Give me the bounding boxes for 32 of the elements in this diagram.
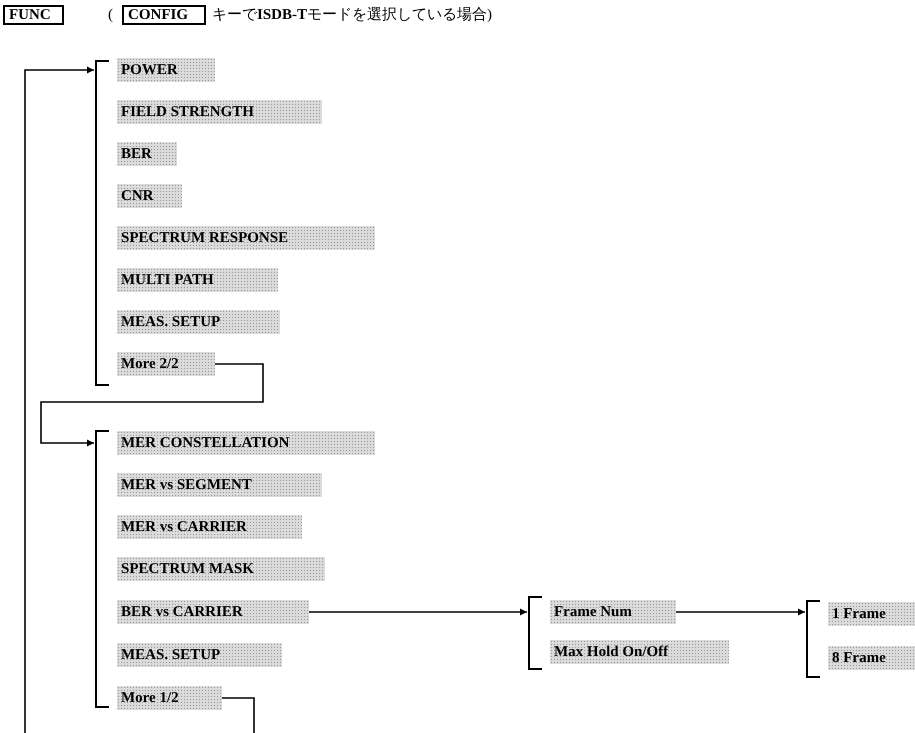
softkey-label: Max Hold On/Off xyxy=(550,640,729,664)
key-label: CONFIG xyxy=(122,5,206,25)
menu-bracket xyxy=(95,430,375,708)
arrow xyxy=(307,608,527,616)
softkey-label: More 1/2 xyxy=(117,686,222,710)
menu-bracket xyxy=(806,600,915,678)
softkey-label: MEAS. SETUP xyxy=(117,643,282,667)
softkey-label: SPECTRUM MASK xyxy=(117,557,325,581)
heading-text: ( xyxy=(108,6,113,25)
softkey-label: POWER xyxy=(117,58,215,82)
arrow xyxy=(674,608,805,616)
arrow xyxy=(24,66,94,733)
softkey-label: Frame Num xyxy=(550,600,676,624)
softkey-label: BER xyxy=(117,142,177,166)
softkey-label: MEAS. SETUP xyxy=(117,310,280,334)
softkey-label: FIELD STRENGTH xyxy=(117,100,322,124)
softkey-label: More 2/2 xyxy=(117,352,215,376)
key-label: FUNC xyxy=(3,5,64,25)
softkey-label: 1 Frame xyxy=(828,602,915,626)
softkey-label: MER vs SEGMENT xyxy=(117,473,322,497)
softkey-label: CNR xyxy=(117,184,182,208)
menu-bracket xyxy=(95,60,375,386)
softkey-label: MULTI PATH xyxy=(117,268,278,292)
arrow xyxy=(220,697,255,733)
softkey-label: 8 Frame xyxy=(828,646,915,670)
softkey-label: MER vs CARRIER xyxy=(117,515,302,539)
heading-text: キーでISDB-Tモードを選択している場合) xyxy=(212,6,492,25)
softkey-label: MER CONSTELLATION xyxy=(117,431,375,455)
arrow xyxy=(40,363,264,446)
softkey-label: SPECTRUM RESPONSE xyxy=(117,226,375,250)
menu-bracket xyxy=(528,596,730,670)
softkey-label: BER vs CARRIER xyxy=(117,600,309,624)
